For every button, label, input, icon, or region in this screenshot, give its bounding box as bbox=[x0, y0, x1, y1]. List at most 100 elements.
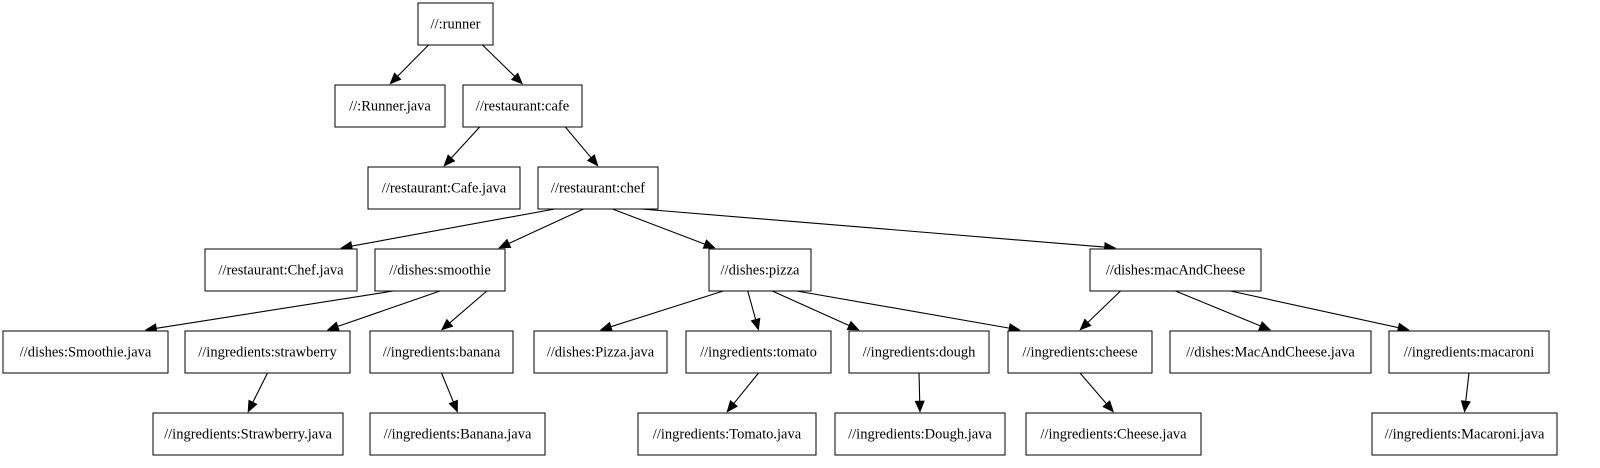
graph-node-dishes_pizza_java[interactable]: //dishes:Pizza.java bbox=[533, 330, 668, 374]
edge-arrowhead-icon bbox=[586, 154, 599, 167]
graph-node-dishes_macandcheese[interactable]: //dishes:macAndCheese bbox=[1089, 248, 1262, 292]
node-label: //dishes:Pizza.java bbox=[547, 344, 655, 360]
node-label: //ingredients:dough bbox=[863, 344, 977, 360]
node-box[interactable] bbox=[1388, 330, 1550, 374]
node-box[interactable] bbox=[369, 330, 514, 374]
graph-node-ingredients_tomato[interactable]: //ingredients:tomato bbox=[685, 330, 832, 374]
graph-node-runner_java[interactable]: //:Runner.java bbox=[334, 84, 446, 128]
node-box[interactable] bbox=[708, 248, 812, 292]
node-box[interactable] bbox=[204, 248, 358, 292]
node-box[interactable] bbox=[533, 330, 668, 374]
node-box[interactable] bbox=[1089, 248, 1262, 292]
graph-node-dishes_smoothie[interactable]: //dishes:smoothie bbox=[374, 248, 506, 292]
node-box[interactable] bbox=[369, 412, 546, 456]
node-box[interactable] bbox=[1025, 412, 1202, 456]
node-label: //ingredients:banana bbox=[383, 344, 501, 360]
dependency-edge bbox=[612, 208, 705, 245]
node-label: //ingredients:Macaroni.java bbox=[1385, 426, 1545, 442]
node-box[interactable] bbox=[537, 166, 659, 210]
node-box[interactable] bbox=[1169, 330, 1372, 374]
graph-node-runner[interactable]: //:runner bbox=[417, 2, 494, 46]
node-label: //ingredients:Cheese.java bbox=[1040, 426, 1187, 442]
dependency-edge bbox=[747, 290, 757, 320]
node-label: //restaurant:cafe bbox=[476, 98, 569, 114]
node-box[interactable] bbox=[685, 330, 832, 374]
graph-node-dishes_pizza[interactable]: //dishes:pizza bbox=[708, 248, 812, 292]
dependency-edge bbox=[508, 208, 584, 244]
edge-arrowhead-icon bbox=[1079, 318, 1092, 331]
graph-node-restaurant_cafe[interactable]: //restaurant:cafe bbox=[462, 84, 583, 128]
node-label: //ingredients:cheese bbox=[1022, 344, 1137, 360]
graph-node-restaurant_chef_java[interactable]: //restaurant:Chef.java bbox=[204, 248, 358, 292]
node-box[interactable] bbox=[374, 248, 506, 292]
edge-arrowhead-icon bbox=[498, 238, 512, 249]
edge-arrowhead-icon bbox=[389, 72, 402, 85]
graph-node-ingredients_dough_java[interactable]: //ingredients:Dough.java bbox=[834, 412, 1006, 456]
dependency-edge bbox=[482, 44, 516, 77]
graph-node-ingredients_banana_java[interactable]: //ingredients:Banana.java bbox=[369, 412, 546, 456]
graph-node-restaurant_chef[interactable]: //restaurant:chef bbox=[537, 166, 659, 210]
dependency-edge bbox=[440, 372, 454, 403]
dependency-edge bbox=[156, 290, 394, 329]
edge-arrowhead-icon bbox=[846, 320, 860, 331]
edge-arrowhead-icon bbox=[448, 399, 458, 413]
graph-node-ingredients_macaroni[interactable]: //ingredients:macaroni bbox=[1388, 330, 1550, 374]
node-box[interactable] bbox=[848, 330, 990, 374]
graph-node-ingredients_macaroni_java[interactable]: //ingredients:Macaroni.java bbox=[1371, 412, 1558, 456]
dependency-edge bbox=[449, 290, 488, 324]
edge-arrowhead-icon bbox=[440, 318, 454, 331]
node-box[interactable] bbox=[1007, 330, 1153, 374]
node-box[interactable] bbox=[184, 330, 351, 374]
edge-arrowhead-icon bbox=[750, 317, 761, 331]
node-box[interactable] bbox=[2, 330, 169, 374]
dependency-edge bbox=[351, 208, 555, 247]
dependency-edge bbox=[1175, 290, 1261, 327]
dependency-edge bbox=[796, 290, 1010, 329]
dependency-edge bbox=[564, 126, 592, 158]
graph-node-restaurant_cafe_java[interactable]: //restaurant:Cafe.java bbox=[367, 166, 521, 210]
graph-node-ingredients_dough[interactable]: //ingredients:dough bbox=[848, 330, 990, 374]
graph-node-ingredients_cheese_java[interactable]: //ingredients:Cheese.java bbox=[1025, 412, 1202, 456]
node-box[interactable] bbox=[834, 412, 1006, 456]
graph-node-ingredients_tomato_java[interactable]: //ingredients:Tomato.java bbox=[637, 412, 817, 456]
dependency-edge bbox=[733, 372, 759, 404]
graph-node-ingredients_banana[interactable]: //ingredients:banana bbox=[369, 330, 514, 374]
node-box[interactable] bbox=[462, 84, 583, 128]
node-box[interactable] bbox=[637, 412, 817, 456]
node-label: //ingredients:Strawberry.java bbox=[164, 426, 332, 442]
edge-arrowhead-icon bbox=[326, 321, 340, 332]
node-label: //ingredients:Tomato.java bbox=[653, 426, 802, 442]
dependency-edge bbox=[772, 290, 850, 326]
node-label: //ingredients:Banana.java bbox=[384, 426, 532, 442]
node-label: //ingredients:tomato bbox=[700, 344, 817, 360]
node-label: //ingredients:strawberry bbox=[198, 344, 337, 360]
node-label: //:runner bbox=[431, 16, 481, 32]
graph-node-dishes_smoothie_java[interactable]: //dishes:Smoothie.java bbox=[2, 330, 169, 374]
node-label: //restaurant:Cafe.java bbox=[382, 180, 507, 196]
node-label: //dishes:smoothie bbox=[389, 262, 491, 278]
dependency-edge bbox=[252, 372, 268, 403]
edge-arrowhead-icon bbox=[510, 72, 524, 85]
node-label: //dishes:macAndCheese bbox=[1106, 262, 1245, 278]
graph-node-dishes_macandcheese_java[interactable]: //dishes:MacAndCheese.java bbox=[1169, 330, 1372, 374]
dependency-edge bbox=[641, 208, 1105, 248]
graph-node-ingredients_strawberry_java[interactable]: //ingredients:Strawberry.java bbox=[152, 412, 344, 456]
graph-node-ingredients_cheese[interactable]: //ingredients:cheese bbox=[1007, 330, 1153, 374]
dependency-edge bbox=[1465, 372, 1470, 402]
node-label: //dishes:MacAndCheese.java bbox=[1186, 344, 1355, 360]
dependency-edge bbox=[397, 44, 429, 77]
node-box[interactable] bbox=[417, 2, 494, 46]
edge-arrowhead-icon bbox=[1102, 400, 1115, 413]
node-box[interactable] bbox=[1371, 412, 1558, 456]
node-label: //dishes:Smoothie.java bbox=[20, 344, 152, 360]
dependency-edge bbox=[337, 290, 441, 327]
node-box[interactable] bbox=[367, 166, 521, 210]
dependency-edge bbox=[1079, 372, 1107, 405]
node-box[interactable] bbox=[152, 412, 344, 456]
graph-node-ingredients_strawberry[interactable]: //ingredients:strawberry bbox=[184, 330, 351, 374]
node-box[interactable] bbox=[334, 84, 446, 128]
edge-arrowhead-icon bbox=[1258, 321, 1272, 331]
node-label: //ingredients:macaroni bbox=[1404, 344, 1534, 360]
node-label: //restaurant:Chef.java bbox=[218, 262, 344, 278]
